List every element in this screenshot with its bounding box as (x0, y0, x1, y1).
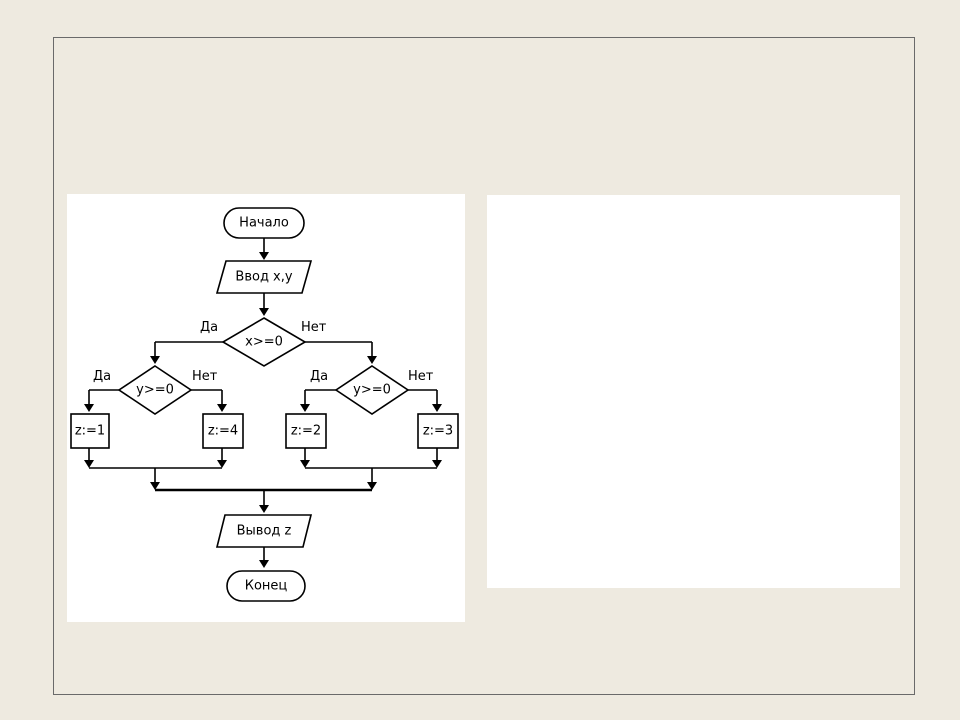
assign-4-label: z:=4 (208, 424, 238, 439)
decision-y-right-no-label: Нет (408, 369, 434, 384)
decision-x: x>=0 (221, 317, 307, 367)
decision-y-right-yes-label: Да (310, 369, 328, 384)
assign-box-2: z:=2 (285, 413, 327, 449)
decision-y-left: y>=0 (117, 365, 193, 415)
assign-2-label: z:=2 (291, 424, 321, 439)
assign-box-4: z:=4 (202, 413, 244, 449)
decision-y-left-no-label: Нет (192, 369, 218, 384)
decision-y-right-label: y>=0 (353, 383, 391, 398)
flowchart-diagram: Начало Ввод x,y x>=0 Да Нет y>=0 Да Нет (70, 207, 459, 602)
assign-box-1: z:=1 (70, 413, 110, 449)
output-block: Вывод z (215, 514, 313, 548)
start-label: Начало (239, 216, 289, 231)
input-label: Ввод x,y (235, 270, 292, 285)
decision-x-yes-label: Да (200, 320, 218, 335)
decision-y-right: y>=0 (334, 365, 410, 415)
decision-y-left-label: y>=0 (136, 383, 174, 398)
flowchart-panel: Начало Ввод x,y x>=0 Да Нет y>=0 Да Нет (67, 194, 465, 622)
input-block: Ввод x,y (215, 260, 313, 294)
assign-box-3: z:=3 (417, 413, 459, 449)
blank-panel (487, 195, 900, 588)
end-label: Конец (245, 579, 288, 594)
decision-y-left-yes-label: Да (93, 369, 111, 384)
output-label: Вывод z (237, 524, 292, 539)
start-terminal: Начало (223, 207, 305, 239)
decision-x-no-label: Нет (301, 320, 327, 335)
end-terminal: Конец (226, 570, 306, 602)
assign-3-label: z:=3 (423, 424, 453, 439)
slide-frame (53, 37, 915, 695)
assign-1-label: z:=1 (75, 424, 105, 439)
decision-x-label: x>=0 (245, 335, 283, 350)
